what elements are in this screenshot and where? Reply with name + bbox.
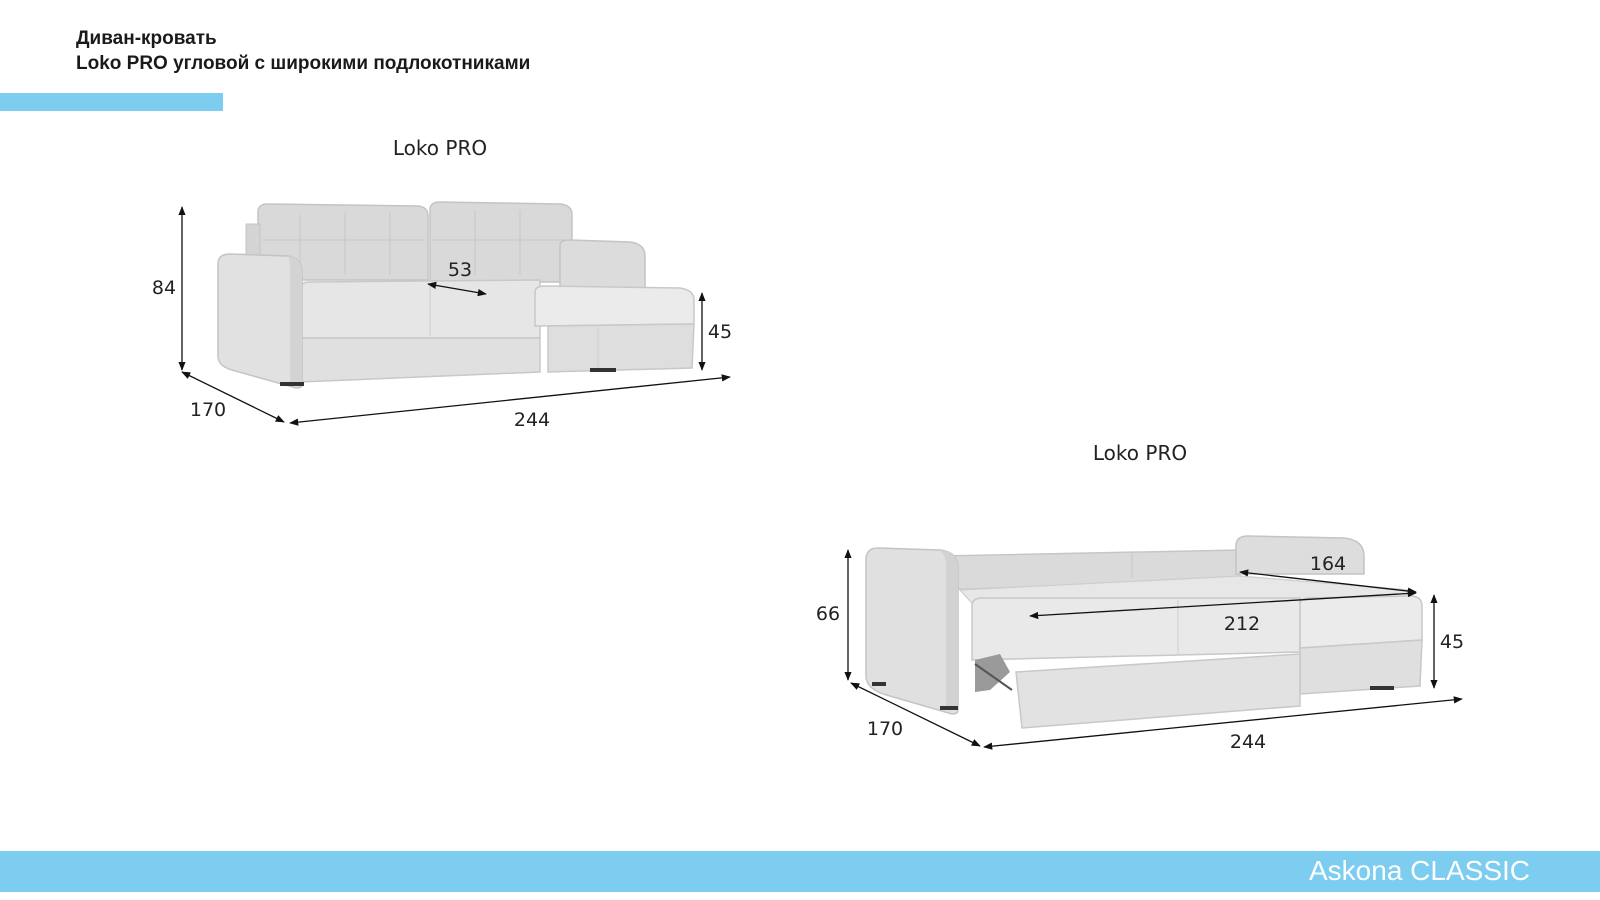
title-line-1: Диван-кровать [76,28,217,49]
dim-width: 244 [514,409,550,431]
footer-bar: Askona CLASSIC [0,851,1600,892]
dim-depth: 170 [190,399,226,421]
title-line-2: Loko PRO угловой с широкими подлокотника… [76,53,531,74]
dim-seat-depth: 53 [448,259,472,281]
model-label-assembled: Loko PRO [393,136,487,160]
dim-bed-seat-height: 45 [1440,631,1464,653]
dim-bed-depth: 170 [867,718,903,740]
sofa-assembled-illustration [217,201,695,389]
accent-bar [0,93,223,111]
dim-seat-height: 45 [708,321,732,343]
page-title: Диван-кровать Loko PRO угловой с широким… [76,26,530,76]
dim-sleep-width: 164 [1310,553,1346,575]
dim-bed-height: 66 [816,603,840,625]
dim-height: 84 [152,277,176,299]
sofa-bed-dimensions [844,549,1463,750]
model-label-bed: Loko PRO [1093,441,1187,465]
brand-label: Askona CLASSIC [1309,855,1530,886]
sofa-assembled-dimensions [178,206,731,426]
dimension-diagram: Loko PRO 84 45 170 244 53 [152,136,1464,753]
dim-bed-width: 244 [1230,731,1266,753]
dim-sleep-length: 212 [1224,613,1260,635]
